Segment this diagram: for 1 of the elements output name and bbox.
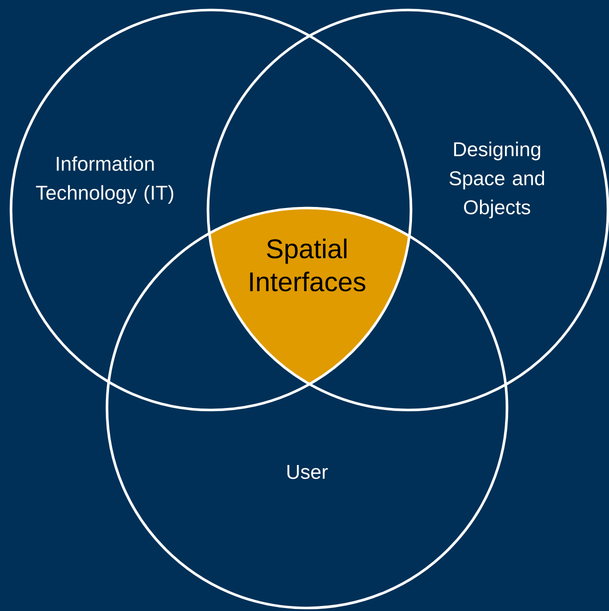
intersection-region: Spatial Interfaces — [250, 238, 366, 292]
